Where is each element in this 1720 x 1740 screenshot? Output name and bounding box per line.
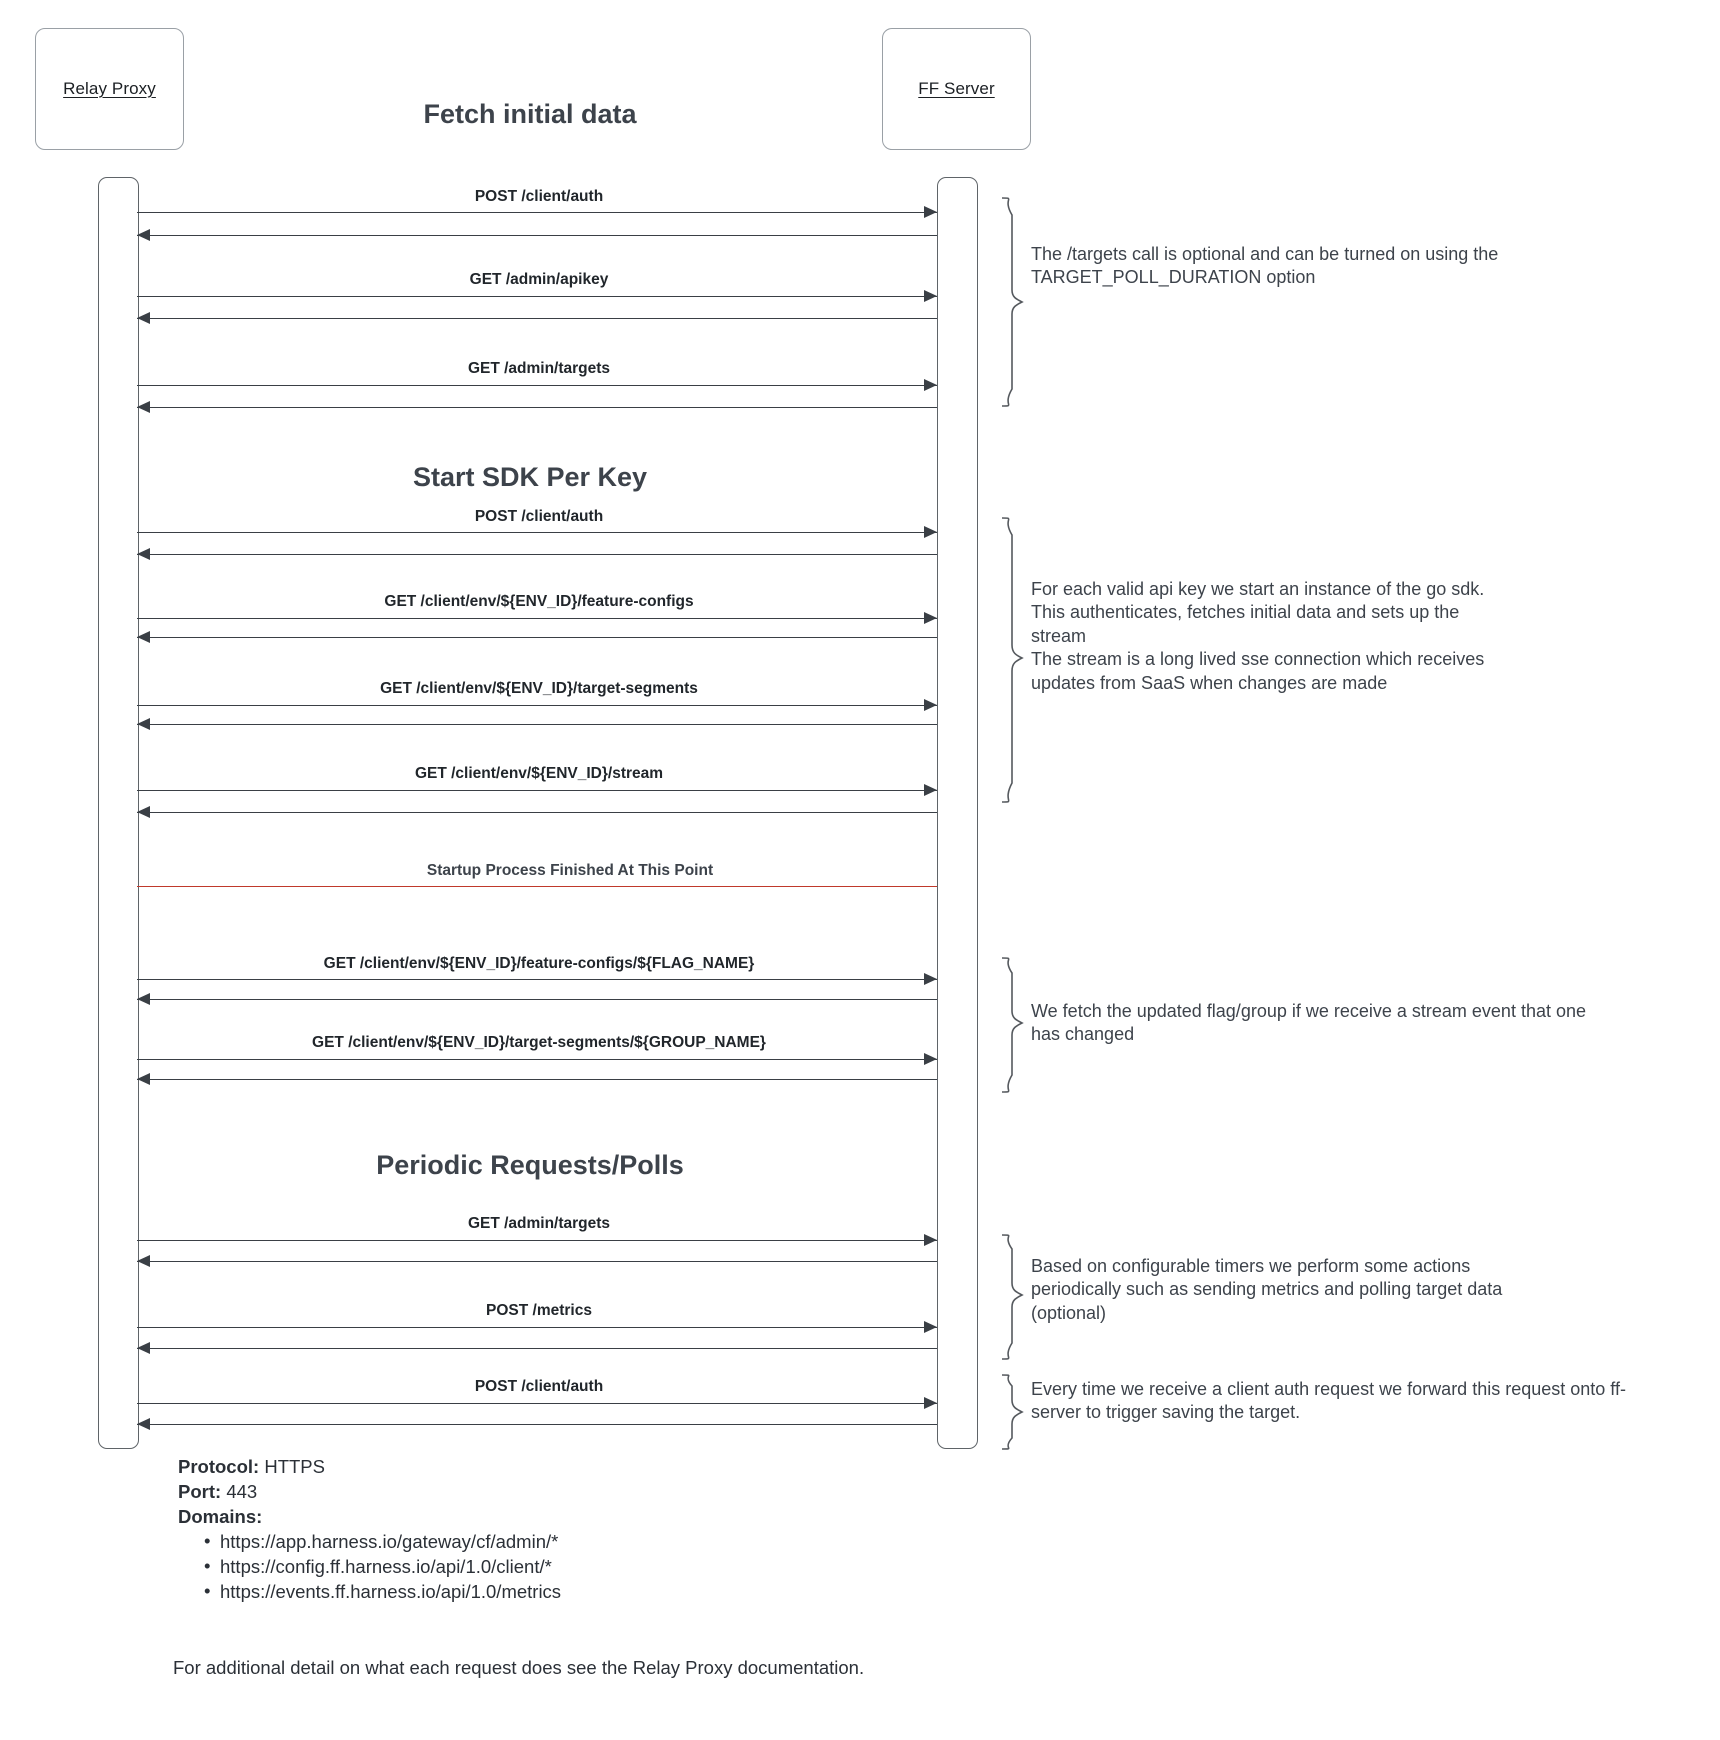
message-arrow-m12-request xyxy=(137,1403,937,1404)
message-arrow-m10-request xyxy=(137,1240,937,1241)
arrowhead-m6-request xyxy=(924,698,937,711)
arrowhead-m7-response xyxy=(137,805,150,818)
message-arrow-m8-response xyxy=(137,999,937,1000)
arrowhead-m11-response xyxy=(137,1341,150,1354)
arrowhead-m1-request xyxy=(924,205,937,218)
message-arrow-m4-request xyxy=(137,532,937,533)
message-label-m6: GET /client/env/${ENV_ID}/target-segment… xyxy=(380,680,698,697)
annotation-configurable-timers: Based on configurable timers we perform … xyxy=(1031,1256,1503,1323)
footer-domain-item: https://events.ff.harness.io/api/1.0/met… xyxy=(204,1579,878,1605)
footer-domains-list: https://app.harness.io/gateway/cf/admin/… xyxy=(178,1529,878,1605)
arrowhead-m5-response xyxy=(137,630,150,643)
footer-protocol-key: Protocol: xyxy=(178,1456,260,1477)
message-arrow-m12-response xyxy=(137,1424,937,1425)
message-label-m7: GET /client/env/${ENV_ID}/stream xyxy=(414,765,664,782)
arrowhead-m1-response xyxy=(137,228,150,241)
footer-protocol-value: HTTPS xyxy=(264,1456,325,1477)
message-arrow-m3-request xyxy=(137,385,937,386)
message-label-m1: POST /client/auth xyxy=(474,188,604,205)
participant-relay-proxy-label: Relay Proxy xyxy=(63,79,156,98)
message-label-m9: GET /client/env/${ENV_ID}/target-segment… xyxy=(312,1034,766,1051)
arrowhead-m9-response xyxy=(137,1072,150,1085)
message-arrow-m6-response xyxy=(137,724,937,725)
arrowhead-m12-response xyxy=(137,1417,150,1430)
message-arrow-m2-request xyxy=(137,296,937,297)
message-arrow-m1-request xyxy=(137,212,937,213)
footer-protocol-line: Protocol: HTTPS xyxy=(178,1455,878,1480)
message-label-m4: POST /client/auth xyxy=(474,508,604,525)
arrowhead-m11-request xyxy=(924,1320,937,1333)
message-arrow-m6-request xyxy=(137,705,937,706)
message-label-m5: GET /client/env/${ENV_ID}/feature-config… xyxy=(384,593,694,610)
section-title-fetch-initial-data: Fetch initial data xyxy=(423,99,637,129)
footer-domain-item: https://app.harness.io/gateway/cf/admin/… xyxy=(204,1529,878,1555)
arrowhead-m8-response xyxy=(137,992,150,1005)
annotation-stream-event-fetch: We fetch the updated flag/group if we re… xyxy=(1031,1001,1587,1045)
brace-targets-optional xyxy=(1001,197,1024,407)
arrowhead-m4-response xyxy=(137,547,150,560)
arrowhead-m5-request xyxy=(924,611,937,624)
message-label-m8: GET /client/env/${ENV_ID}/feature-config… xyxy=(323,955,755,972)
footer-domains-line: Domains: xyxy=(178,1505,878,1530)
participant-relay-proxy[interactable]: Relay Proxy xyxy=(35,28,184,150)
arrowhead-m9-request xyxy=(924,1052,937,1065)
brace-stream-event-fetch xyxy=(1001,957,1024,1093)
message-arrow-m11-response xyxy=(137,1348,937,1349)
divider-line-startup-finished xyxy=(137,886,937,887)
arrowhead-m4-request xyxy=(924,525,937,538)
footer-documentation-note: For additional detail on what each reque… xyxy=(173,1657,865,1678)
message-arrow-m2-response xyxy=(137,318,937,319)
participant-ff-server[interactable]: FF Server xyxy=(882,28,1031,150)
arrowhead-m2-request xyxy=(924,289,937,302)
footer-port-value: 443 xyxy=(226,1480,258,1502)
message-arrow-m1-response xyxy=(137,235,937,236)
message-arrow-m3-response xyxy=(137,407,937,408)
footer-port-line: Port: 443 xyxy=(178,1480,878,1505)
brace-configurable-timers xyxy=(1001,1234,1024,1360)
message-arrow-m7-response xyxy=(137,812,937,813)
message-arrow-m4-response xyxy=(137,554,937,555)
annotation-client-auth-forward: Every time we receive a client auth requ… xyxy=(1031,1379,1626,1423)
brace-client-auth-forward xyxy=(1001,1374,1024,1450)
arrowhead-m10-response xyxy=(137,1254,150,1267)
message-arrow-m11-request xyxy=(137,1327,937,1328)
message-label-m12: POST /client/auth xyxy=(474,1378,604,1395)
annotation-sdk-instance: For each valid api key we start an insta… xyxy=(1031,579,1485,693)
arrowhead-m2-response xyxy=(137,311,150,324)
message-arrow-m8-request xyxy=(137,979,937,980)
footer-domain-item: https://config.ff.harness.io/api/1.0/cli… xyxy=(204,1554,878,1580)
arrowhead-m7-request xyxy=(924,783,937,796)
footer-connection-details: Protocol: HTTPS Port: 443 Domains: https… xyxy=(178,1455,878,1605)
section-title-start-sdk-per-key: Start SDK Per Key xyxy=(412,462,648,492)
arrowhead-m10-request xyxy=(924,1233,937,1246)
section-title-periodic-requests-polls: Periodic Requests/Polls xyxy=(376,1150,684,1180)
arrowhead-m12-request xyxy=(924,1396,937,1409)
message-arrow-m5-response xyxy=(137,637,937,638)
arrowhead-m8-request xyxy=(924,972,937,985)
lifeline-relay-proxy xyxy=(98,177,139,1449)
participant-ff-server-label: FF Server xyxy=(918,79,995,98)
annotation-targets-optional: The /targets call is optional and can be… xyxy=(1031,244,1499,288)
message-arrow-m5-request xyxy=(137,618,937,619)
message-label-m3: GET /admin/targets xyxy=(467,360,611,377)
arrowhead-m6-response xyxy=(137,717,150,730)
lifeline-ff-server xyxy=(937,177,978,1449)
message-label-m2: GET /admin/apikey xyxy=(469,271,609,288)
footer-port-key: Port: xyxy=(178,1480,222,1502)
divider-label-startup-finished: Startup Process Finished At This Point xyxy=(426,862,714,879)
message-arrow-m9-response xyxy=(137,1079,937,1080)
footer-domains-key: Domains: xyxy=(178,1505,263,1527)
arrowhead-m3-request xyxy=(924,378,937,391)
message-label-m10: GET /admin/targets xyxy=(467,1215,611,1232)
arrowhead-m3-response xyxy=(137,400,150,413)
message-arrow-m9-request xyxy=(137,1059,937,1060)
message-arrow-m10-response xyxy=(137,1261,937,1262)
message-label-m11: POST /metrics xyxy=(486,1302,592,1319)
brace-sdk-instance xyxy=(1001,517,1024,803)
message-arrow-m7-request xyxy=(137,790,937,791)
